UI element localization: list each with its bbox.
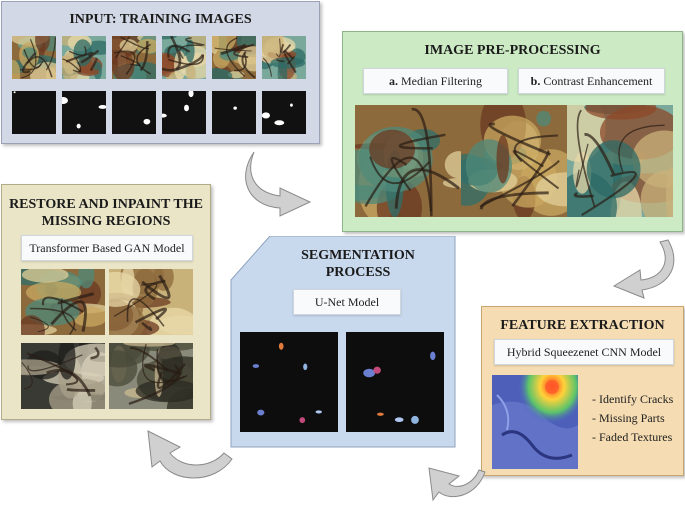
unet-model-label: U-Net Model <box>293 289 401 315</box>
step-a-text: Median Filtering <box>401 74 482 88</box>
restore-title-line2: MISSING REGIONS <box>41 214 171 229</box>
input-title: INPUT: TRAINING IMAGES <box>69 12 252 27</box>
input-image-2 <box>112 36 156 79</box>
input-mask-2 <box>112 91 156 134</box>
segmentation-title-line1: SEGMENTATION <box>301 248 415 263</box>
input-mask-3 <box>162 91 206 134</box>
preprocess-title: IMAGE PRE-PROCESSING <box>424 43 601 58</box>
features-panel: FEATURE EXTRACTION Hybrid Squeezenet CNN… <box>481 306 684 476</box>
input-image-5 <box>262 36 306 79</box>
feature-item-1: - Missing Parts <box>592 411 665 425</box>
input-image-4 <box>212 36 256 79</box>
input-mask-4 <box>212 91 256 134</box>
step-b-prefix: b. <box>530 74 541 88</box>
arrow-input-to-preprocess <box>245 150 330 220</box>
squeezenet-model-label: Hybrid Squeezenet CNN Model <box>494 339 674 365</box>
median-filtering-label: a. Median Filtering <box>363 68 508 94</box>
input-mask-0 <box>12 91 56 134</box>
input-panel: INPUT: TRAINING IMAGES <box>1 1 320 144</box>
input-image-3 <box>162 36 206 79</box>
restore-panel: RESTORE AND INPAINT THE MISSING REGIONS … <box>1 184 211 420</box>
input-mask-1 <box>62 91 106 134</box>
feature-item-0: - Identify Cracks <box>592 392 674 406</box>
arrow-preprocess-to-features <box>610 238 680 308</box>
preprocess-panel: IMAGE PRE-PROCESSING a. Median Filtering… <box>342 31 683 232</box>
arrow-segmentation-to-restore <box>140 425 235 485</box>
restored-image-0 <box>21 269 105 335</box>
step-a-prefix: a. <box>389 74 398 88</box>
arrow-features-to-segmentation <box>425 452 505 508</box>
preprocess-image-2 <box>567 105 673 217</box>
step-b-text: Contrast Enhancement <box>543 74 653 88</box>
restored-image-1 <box>109 269 193 335</box>
segmentation-panel: SEGMENTATION PROCESS U-Net Model <box>230 236 456 448</box>
preprocess-image-0 <box>355 105 461 217</box>
input-mask-5 <box>262 91 306 134</box>
feature-item-2: - Faded Textures <box>592 430 673 444</box>
input-image-1 <box>62 36 106 79</box>
features-title: FEATURE EXTRACTION <box>500 318 665 333</box>
restored-image-3 <box>109 343 193 409</box>
restored-image-2 <box>21 343 105 409</box>
segmentation-image-0 <box>240 332 338 432</box>
segmentation-title-line2: PROCESS <box>325 265 391 280</box>
feature-heatmap-image <box>492 375 578 469</box>
restore-title-line1: RESTORE AND INPAINT THE <box>9 197 203 212</box>
preprocess-image-1 <box>461 105 567 217</box>
input-image-0 <box>12 36 56 79</box>
restore-model-label: Transformer Based GAN Model <box>21 235 193 261</box>
contrast-enhancement-label: b. Contrast Enhancement <box>518 68 665 94</box>
segmentation-image-1 <box>346 332 444 432</box>
